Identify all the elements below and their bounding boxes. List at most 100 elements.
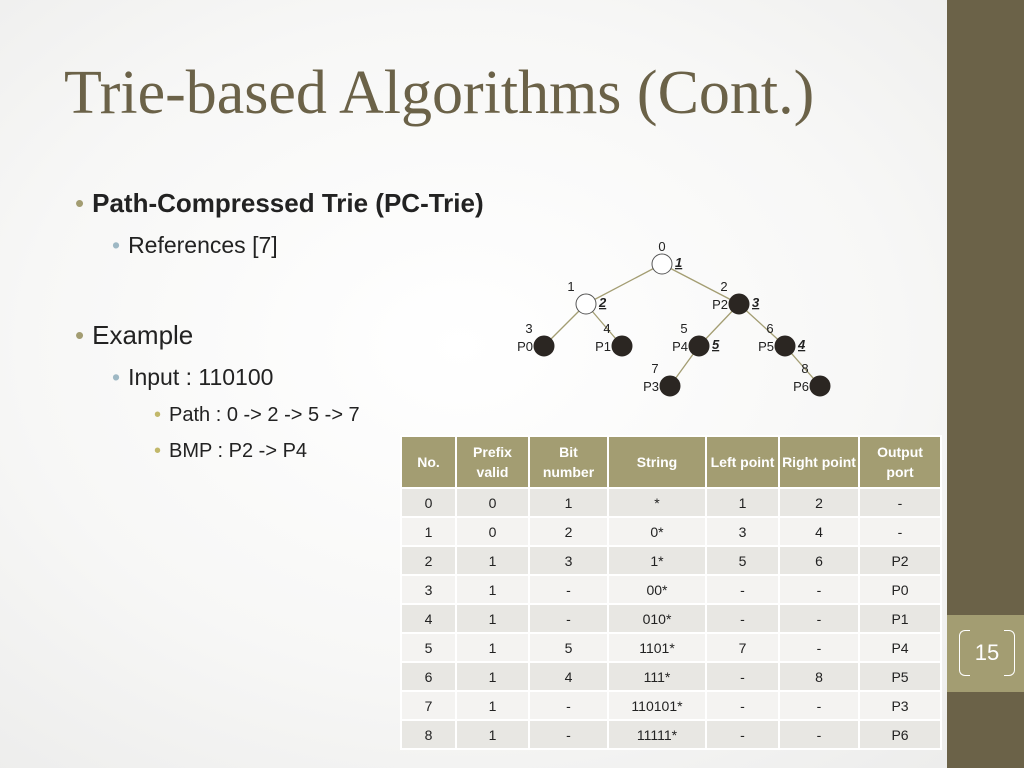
trie-node-prefix: P5 — [758, 339, 774, 354]
column-header: Right point — [778, 435, 860, 489]
trie-node-index: 4 — [603, 321, 610, 336]
table-cell: 4 — [400, 603, 457, 634]
table-cell: 5 — [528, 632, 609, 663]
table-cell: 1 — [455, 690, 530, 721]
trie-edge — [661, 263, 740, 305]
bullet-dot-icon: • — [75, 320, 85, 350]
column-header: Bit number — [528, 435, 609, 489]
table-cell: - — [705, 719, 780, 750]
table-cell: 010* — [607, 603, 707, 634]
trie-node-filled — [688, 335, 710, 357]
trie-edge — [585, 263, 663, 305]
trie-node-index: 3 — [525, 321, 532, 336]
page-number-text: 15 — [974, 640, 1000, 665]
table-cell: - — [778, 574, 860, 605]
table-cell: - — [705, 603, 780, 634]
slide-title: Trie-based Algorithms (Cont.) — [64, 59, 815, 127]
table-cell: - — [528, 603, 609, 634]
left-bracket-icon — [959, 630, 970, 676]
trie-node-index: 8 — [801, 361, 808, 376]
trie-node-filled — [809, 375, 831, 397]
table-cell: 00* — [607, 574, 707, 605]
trie-node-index: 2 — [720, 279, 727, 294]
trie-node-empty — [651, 253, 673, 275]
trie-node-bit-number: 4 — [797, 337, 806, 352]
bullet-references: • References [7] — [112, 232, 278, 259]
trie-node-index: 0 — [658, 239, 665, 254]
table-cell: 4 — [778, 516, 860, 547]
table-cell: 1 — [455, 719, 530, 750]
table-cell: - — [778, 719, 860, 750]
bullet-dot-icon: • — [112, 232, 121, 258]
table-cell: 7 — [400, 690, 457, 721]
table-cell: - — [858, 487, 942, 518]
trie-node-index: 6 — [766, 321, 773, 336]
table-cell: 0 — [400, 487, 457, 518]
table-cell: 110101* — [607, 690, 707, 721]
bullet-dot-icon: • — [75, 188, 85, 218]
trie-node-filled — [659, 375, 681, 397]
table-cell: - — [705, 690, 780, 721]
bullet-text: Example — [92, 320, 194, 350]
table-cell: 8 — [400, 719, 457, 750]
table-cell: - — [528, 719, 609, 750]
trie-node-prefix: P3 — [643, 379, 659, 394]
bullet-text: References [7] — [128, 232, 278, 258]
column-header: Prefix valid — [455, 435, 530, 489]
trie-node-prefix: P2 — [712, 297, 728, 312]
bullet-pc-trie: • Path-Compressed Trie (PC-Trie) — [75, 188, 484, 219]
table-cell: 3 — [400, 574, 457, 605]
table-cell: 2 — [778, 487, 860, 518]
table-cell: 1 — [528, 487, 609, 518]
table-cell: P3 — [858, 690, 942, 721]
column-header: Left point — [705, 435, 780, 489]
bullet-dot-icon: • — [154, 404, 162, 426]
table-cell: 1 — [455, 661, 530, 692]
table-cell: 8 — [778, 661, 860, 692]
table-cell: - — [778, 603, 860, 634]
table-cell: - — [528, 574, 609, 605]
page-number: 15 — [957, 628, 1017, 678]
table-cell: 1101* — [607, 632, 707, 663]
table-cell: 1 — [705, 487, 780, 518]
table-cell: * — [607, 487, 707, 518]
bullet-text: Path : 0 -> 2 -> 5 -> 7 — [169, 404, 360, 426]
table-cell: 1* — [607, 545, 707, 576]
trie-node-filled — [728, 293, 750, 315]
trie-node-filled — [533, 335, 555, 357]
table-cell: P4 — [858, 632, 942, 663]
trie-node-prefix: P4 — [672, 339, 688, 354]
trie-node-prefix: P1 — [595, 339, 611, 354]
trie-node-bit-number: 3 — [752, 295, 760, 310]
table-cell: 2 — [528, 516, 609, 547]
table-cell: 2 — [400, 545, 457, 576]
column-header: No. — [400, 435, 457, 489]
table-cell: P6 — [858, 719, 942, 750]
table-cell: 3 — [528, 545, 609, 576]
table-cell: P2 — [858, 545, 942, 576]
bullet-dot-icon: • — [112, 364, 121, 390]
trie-node-filled — [774, 335, 796, 357]
trie-node-prefix: P0 — [517, 339, 533, 354]
table-cell: 4 — [528, 661, 609, 692]
trie-node-index: 7 — [651, 361, 658, 376]
table-cell: - — [528, 690, 609, 721]
bullet-text: Input : 110100 — [128, 364, 274, 390]
table-cell: - — [858, 516, 942, 547]
trie-node-empty — [575, 293, 597, 315]
trie-node-filled — [611, 335, 633, 357]
right-bracket-icon — [1004, 630, 1015, 676]
